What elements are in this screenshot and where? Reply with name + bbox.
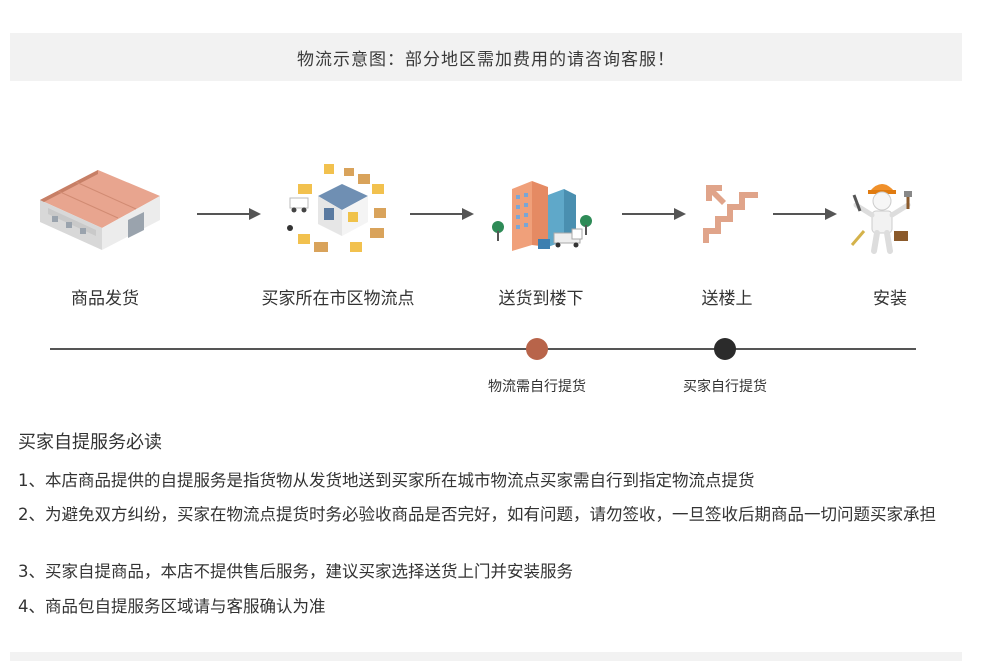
step-label-ship: 商品发货 [71,289,139,309]
timeline-line [50,348,916,350]
flow-arrow [622,208,686,220]
timeline-marker-label: 买家自行提货 [683,379,767,395]
notice-item: 2、为避免双方纠纷，买家在物流点提货时务必验收商品是否完好，如有问题，请勿签收，… [18,505,936,524]
header-banner: 物流示意图：部分地区需加费用的请咨询客服！ [10,33,962,81]
step-label-downstairs: 送货到楼下 [498,289,584,309]
flow-arrow [410,208,474,220]
flow-arrow [197,208,261,220]
timeline-marker-logistics-pickup [526,338,548,360]
step-label-upstairs: 送楼上 [701,289,753,309]
notice-item: 3、买家自提商品，本店不提供售后服务，建议买家选择送货上门并安装服务 [18,562,573,581]
footer-bar [10,652,962,661]
notice-item: 1、本店商品提供的自提服务是指货物从发货地送到买家所在城市物流点买家需自行到指定… [18,471,755,490]
step-label-city-hub: 买家所在市区物流点 [261,289,415,309]
flow-arrow [773,208,837,220]
step-label-install: 安装 [873,289,907,309]
warehouse-icon [38,158,163,253]
city-buildings-icon [490,175,600,255]
banner-text: 物流示意图：部分地区需加费用的请咨询客服！ [297,49,675,70]
timeline-marker-buyer-pickup [714,338,736,360]
notice-title: 买家自提服务必读 [18,432,162,453]
notice-item: 4、商品包自提服务区域请与客服确认为准 [18,597,326,616]
installer-worker-icon [850,175,914,255]
logistics-hub-icon [284,158,392,258]
timeline-marker-label: 物流需自行提货 [488,379,586,395]
stairs-icon [700,183,762,245]
